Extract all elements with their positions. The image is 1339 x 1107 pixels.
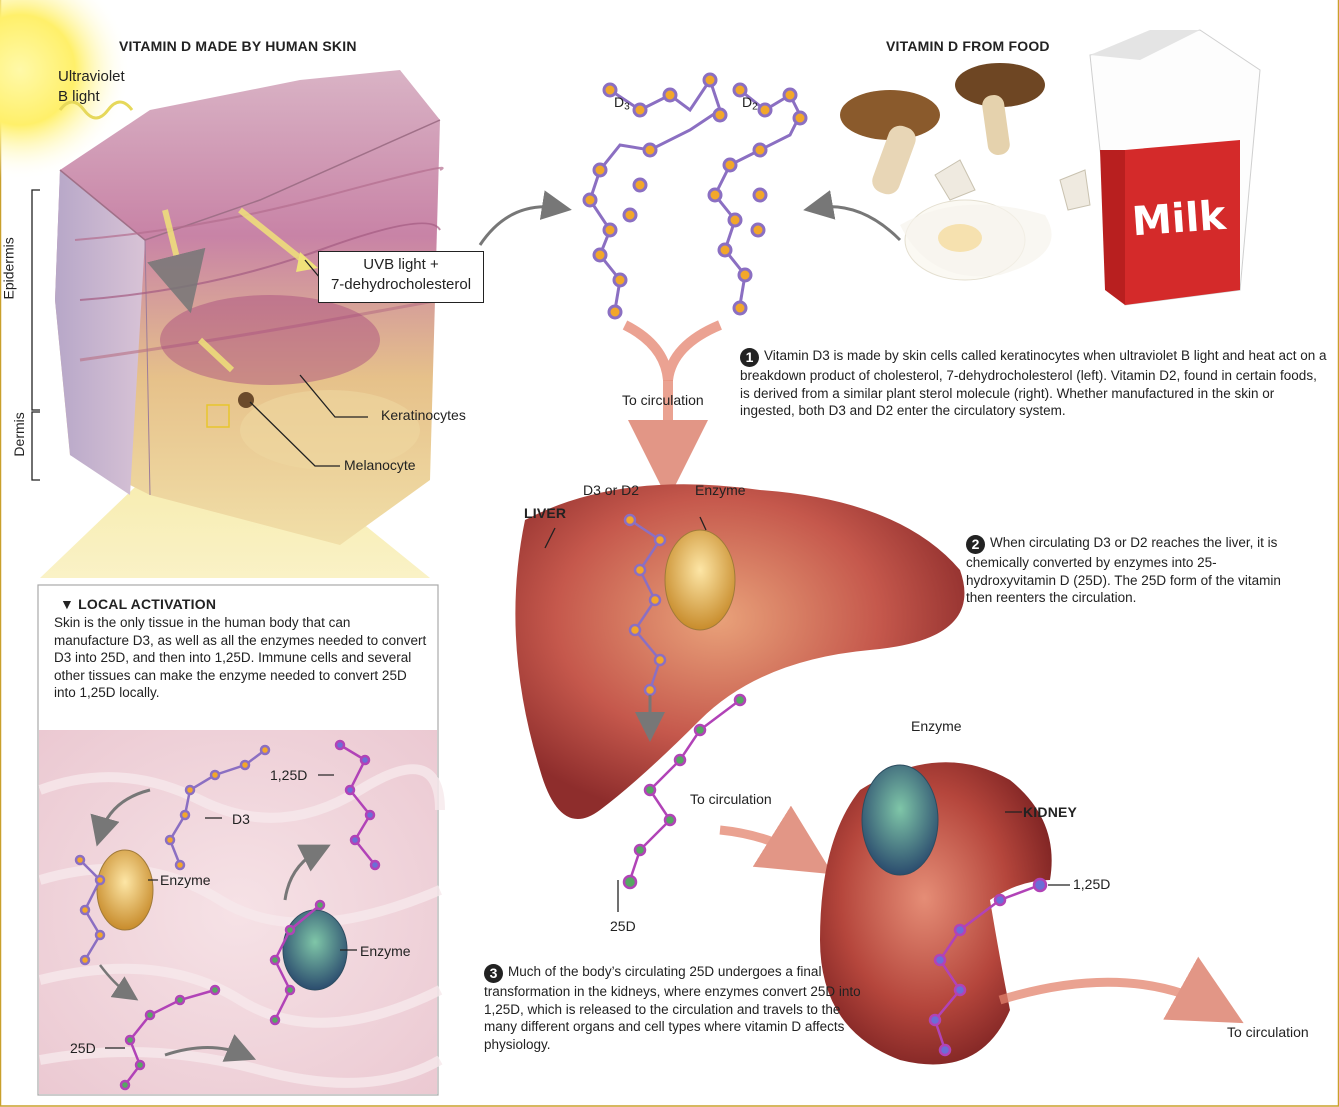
to-circulation-3: To circulation bbox=[1227, 1024, 1309, 1041]
25d-label: 25D bbox=[610, 918, 636, 935]
epidermis-bracket bbox=[32, 190, 40, 410]
arrow-food-to-molecules bbox=[815, 207, 900, 240]
skin-heading: VITAMIN D MADE BY HUMAN SKIN bbox=[119, 38, 357, 55]
step-2-body: When circulating D3 or D2 reaches the li… bbox=[966, 535, 1281, 605]
step-3-number: 3 bbox=[484, 964, 503, 983]
local-activation-text: Skin is the only tissue in the human bod… bbox=[54, 614, 429, 702]
uv-label-line1: Ultraviolet bbox=[58, 68, 125, 86]
to-circulation-1: To circulation bbox=[622, 392, 704, 409]
d3-label-sub: 3 bbox=[624, 102, 630, 113]
liver-label: LIVER bbox=[524, 505, 566, 522]
kidney-enzyme bbox=[862, 765, 938, 875]
uv-label-line2: B light bbox=[58, 88, 100, 106]
liver-enzyme bbox=[665, 530, 735, 630]
kidney-enzyme-label: Enzyme bbox=[911, 718, 962, 735]
liver-enzyme-label: Enzyme bbox=[695, 482, 746, 499]
d3-label-base: D bbox=[614, 94, 624, 110]
keratinocytes-label: Keratinocytes bbox=[381, 407, 466, 424]
inset-enzyme-1 bbox=[97, 850, 153, 930]
dermis-bracket bbox=[32, 412, 40, 480]
d2-label: D2 bbox=[742, 94, 758, 111]
local-activation-heading: ▼ LOCAL ACTIVATION bbox=[60, 596, 216, 613]
step-3-body: Much of the body’s circulating 25D under… bbox=[484, 964, 861, 1052]
to-circulation-2: To circulation bbox=[690, 791, 772, 808]
arrow-kidney-out bbox=[1000, 982, 1220, 1010]
uvb-callout: UVB light + 7-dehydrocholesterol bbox=[318, 251, 484, 303]
epidermis-label: Epidermis bbox=[1, 237, 18, 299]
step-2-number: 2 bbox=[966, 535, 985, 554]
liver-d3-or-d2-label: D3 or D2 bbox=[583, 482, 639, 499]
d3-molecule bbox=[584, 74, 726, 318]
arrow-skin-to-molecules bbox=[480, 207, 560, 245]
inset-d3-label: D3 bbox=[232, 811, 250, 828]
melanocyte-label: Melanocyte bbox=[344, 457, 416, 474]
merge-arrow bbox=[625, 325, 720, 380]
inset-enzyme-2-label: Enzyme bbox=[360, 943, 411, 960]
kidney-label: KIDNEY bbox=[1023, 804, 1077, 821]
d2-label-base: D bbox=[742, 94, 752, 110]
inset-25d-label: 25D bbox=[70, 1040, 96, 1057]
d3-label: D3 bbox=[614, 94, 630, 111]
food-illustration: Milk bbox=[840, 30, 1260, 305]
d2-label-sub: 2 bbox=[752, 102, 758, 113]
dermis-label: Dermis bbox=[11, 412, 28, 456]
uvb-callout-line1: UVB light + bbox=[325, 255, 477, 275]
inset-enzyme-1-label: Enzyme bbox=[160, 872, 211, 889]
step-1-number: 1 bbox=[740, 348, 759, 367]
kidney-125d-label: 1,25D bbox=[1073, 876, 1110, 893]
uvb-callout-line2: 7-dehydrocholesterol bbox=[325, 275, 477, 295]
food-heading: VITAMIN D FROM FOOD bbox=[886, 38, 1050, 55]
arrow-to-kidney bbox=[720, 830, 810, 860]
step-1-body: Vitamin D3 is made by skin cells called … bbox=[740, 348, 1327, 418]
inset-125d-label: 1,25D bbox=[270, 767, 307, 784]
svg-text:Milk: Milk bbox=[1130, 193, 1228, 246]
inset-enzyme-2 bbox=[283, 910, 347, 990]
